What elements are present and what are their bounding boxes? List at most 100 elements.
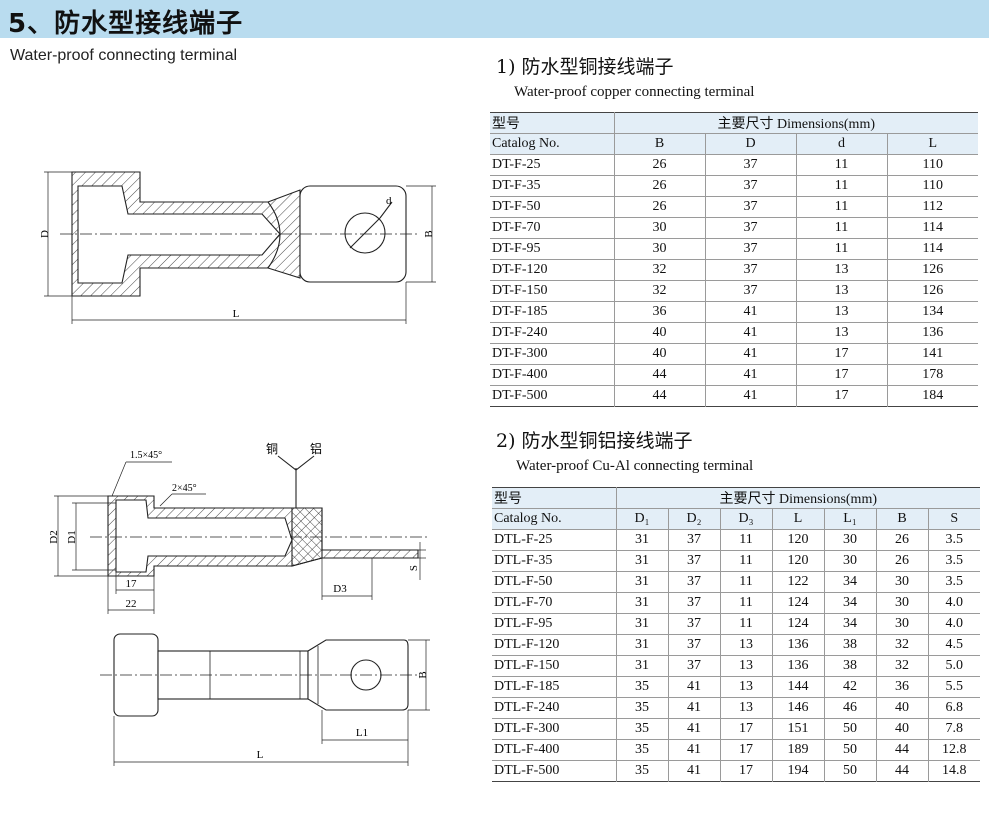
column-header: D₁ xyxy=(615,508,668,530)
value-cell: 11 xyxy=(795,217,887,239)
dim-label-B-side: B xyxy=(417,671,429,678)
value-cell: 184 xyxy=(886,385,978,407)
value-cell: 11 xyxy=(795,154,887,176)
value-cell: 17 xyxy=(795,343,887,365)
value-cell: 31 xyxy=(615,550,668,572)
catalog-cell: DT-F-95 xyxy=(490,238,614,260)
value-cell: 37 xyxy=(704,196,796,218)
value-cell: 11 xyxy=(795,196,887,218)
value-cell: 136 xyxy=(771,634,824,656)
value-cell: 37 xyxy=(704,238,796,260)
value-cell: 40 xyxy=(875,697,928,719)
page-title: 5、防水型接线端子 xyxy=(8,9,244,39)
value-cell: 37 xyxy=(704,259,796,281)
value-cell: 37 xyxy=(667,571,720,593)
column-header: L xyxy=(771,508,824,530)
value-cell: 11 xyxy=(719,550,772,572)
value-cell: 35 xyxy=(615,676,668,698)
col-catalog-en: Catalog No. xyxy=(490,133,614,155)
value-cell: 124 xyxy=(771,613,824,635)
dim-label-S: S xyxy=(408,565,420,571)
value-cell: 37 xyxy=(667,550,720,572)
value-cell: 34 xyxy=(823,592,876,614)
dim-label-D3: D3 xyxy=(333,583,347,595)
value-cell: 37 xyxy=(667,613,720,635)
col-catalog-en: Catalog No. xyxy=(492,508,616,530)
value-cell: 37 xyxy=(667,634,720,656)
value-cell: 11 xyxy=(719,529,772,551)
value-cell: 6.8 xyxy=(927,697,980,719)
value-cell: 30 xyxy=(875,613,928,635)
label-aluminum: 铝 xyxy=(310,441,322,456)
column-header: B xyxy=(875,508,928,530)
dim-label-d: d xyxy=(386,195,392,207)
catalog-cell: DT-F-500 xyxy=(490,385,614,407)
value-cell: 50 xyxy=(823,760,876,782)
dim-label-chamfer2: 2×45° xyxy=(172,483,197,494)
dim-label-17: 17 xyxy=(126,578,138,590)
value-cell: 35 xyxy=(615,697,668,719)
value-cell: 37 xyxy=(704,280,796,302)
value-cell: 44 xyxy=(875,760,928,782)
table-header-row: 型号 主要尺寸 Dimensions(mm) xyxy=(492,487,980,509)
col-dims-header: 主要尺寸 Dimensions(mm) xyxy=(615,487,980,509)
catalog-cell: DT-F-300 xyxy=(490,343,614,365)
value-cell: 41 xyxy=(704,301,796,323)
value-cell: 26 xyxy=(613,154,705,176)
value-cell: 31 xyxy=(615,655,668,677)
dim-label-L: L xyxy=(233,308,240,320)
value-cell: 4.0 xyxy=(927,592,980,614)
value-cell: 30 xyxy=(823,550,876,572)
value-cell: 38 xyxy=(823,634,876,656)
column-header: D xyxy=(704,133,796,155)
value-cell: 17 xyxy=(795,364,887,386)
value-cell: 44 xyxy=(613,385,705,407)
value-cell: 151 xyxy=(771,718,824,740)
catalog-cell: DTL-F-70 xyxy=(492,592,616,614)
col-catalog-cn: 型号 xyxy=(492,487,616,509)
value-cell: 126 xyxy=(886,259,978,281)
catalog-cell: DTL-F-50 xyxy=(492,571,616,593)
value-cell: 26 xyxy=(875,529,928,551)
value-cell: 34 xyxy=(823,571,876,593)
value-cell: 12.8 xyxy=(927,739,980,761)
section2-heading-en: Water-proof Cu-Al connecting terminal xyxy=(516,458,754,474)
value-cell: 50 xyxy=(823,718,876,740)
value-cell: 134 xyxy=(886,301,978,323)
column-header: S xyxy=(927,508,980,530)
catalog-cell: DT-F-25 xyxy=(490,154,614,176)
value-cell: 26 xyxy=(875,550,928,572)
table-header-row: 型号 主要尺寸 Dimensions(mm) xyxy=(490,112,978,134)
value-cell: 44 xyxy=(875,739,928,761)
value-cell: 114 xyxy=(886,238,978,260)
col-dims-header: 主要尺寸 Dimensions(mm) xyxy=(613,112,978,134)
value-cell: 13 xyxy=(719,634,772,656)
value-cell: 17 xyxy=(795,385,887,407)
value-cell: 32 xyxy=(875,655,928,677)
catalog-cell: DTL-F-25 xyxy=(492,529,616,551)
value-cell: 3.5 xyxy=(927,550,980,572)
value-cell: 37 xyxy=(667,592,720,614)
value-cell: 144 xyxy=(771,676,824,698)
value-cell: 30 xyxy=(823,529,876,551)
value-cell: 5.0 xyxy=(927,655,980,677)
value-cell: 37 xyxy=(704,154,796,176)
value-cell: 13 xyxy=(719,697,772,719)
value-cell: 17 xyxy=(719,718,772,740)
value-cell: 30 xyxy=(875,571,928,593)
catalog-cell: DTL-F-150 xyxy=(492,655,616,677)
value-cell: 31 xyxy=(615,634,668,656)
value-cell: 41 xyxy=(704,322,796,344)
